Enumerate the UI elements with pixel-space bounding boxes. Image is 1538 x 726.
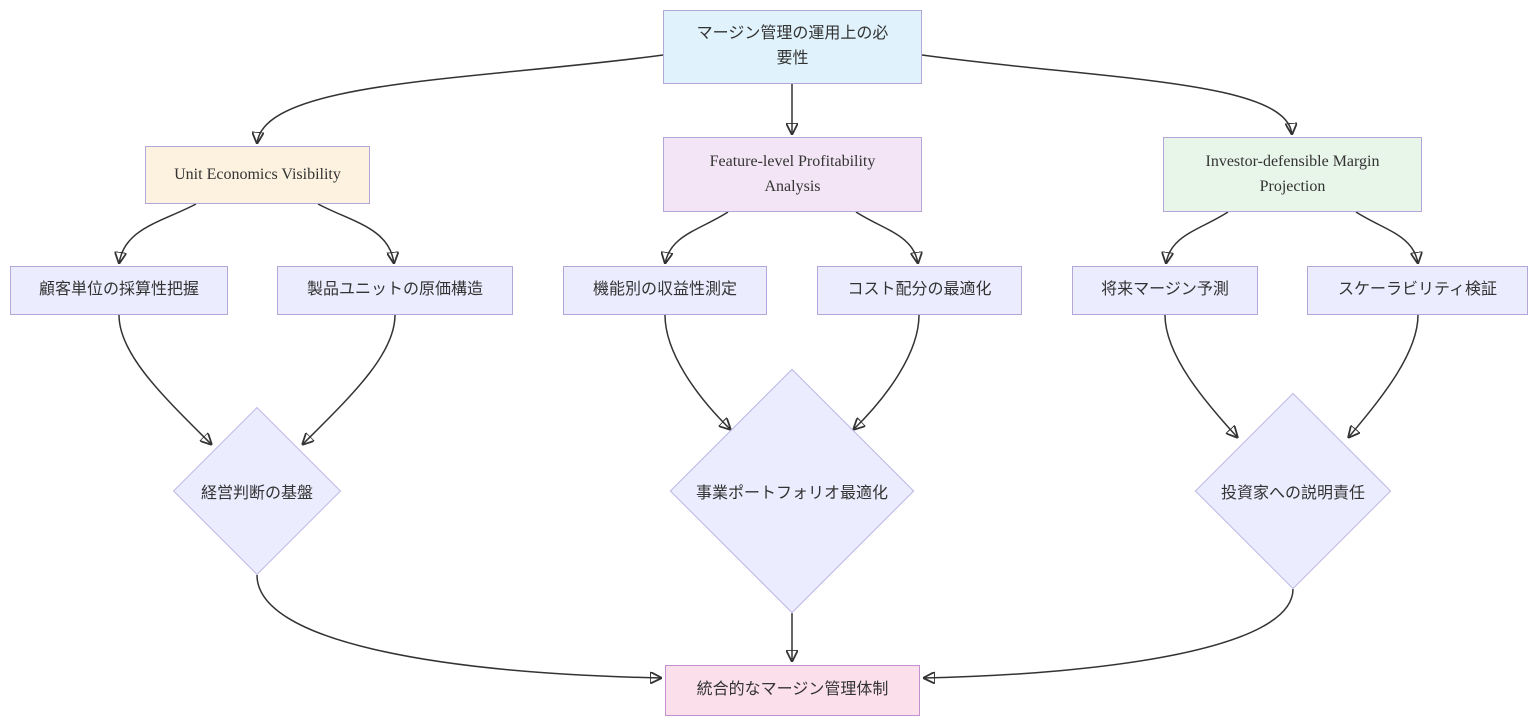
node-label: 事業ポートフォリオ最適化 — [695, 485, 888, 502]
node-label: コスト配分の最適化 — [847, 281, 992, 299]
node-label: Unit Economics Visibility — [174, 165, 341, 183]
edge-root-investor-projection — [921, 54, 1292, 135]
node-integrated-management: 統合的なマージン管理体制 — [665, 665, 920, 716]
node-label: マージン管理の運用上の必要性 — [696, 25, 889, 67]
node-feature-measurement: 機能別の収益性測定 — [563, 266, 767, 315]
edge-accountability-integrated-management — [923, 588, 1294, 678]
edge-product-management-decision — [302, 314, 396, 445]
edge-unit-product-unit — [317, 203, 394, 264]
node-label: Feature-level Profitability Analysis — [709, 152, 876, 195]
node-label: 製品ユニットの原価構造 — [306, 281, 483, 299]
node-label: 将来マージン予測 — [1101, 281, 1229, 299]
node-customer-unit: 顧客単位の採算性把握 — [10, 266, 228, 315]
node-label: Investor-defensible Margin Projection — [1205, 152, 1380, 195]
node-label: 投資家への説明責任 — [1220, 485, 1365, 502]
node-root: マージン管理の運用上の必要性 — [663, 10, 922, 84]
edge-investor-scalability — [1355, 211, 1418, 264]
node-label: 機能別の収益性測定 — [592, 281, 737, 299]
edge-feature-feature-measurement — [665, 211, 729, 264]
node-label: 統合的なマージン管理体制 — [696, 681, 889, 699]
decision-management-decision: 経営判断の基盤 — [172, 406, 342, 576]
edge-feature-cost-allocation — [855, 211, 918, 264]
edge-future-investor-accountability — [1164, 314, 1238, 438]
edge-customer-management-decision — [118, 314, 212, 445]
node-label: 顧客単位の採算性把握 — [38, 281, 199, 299]
node-feature-profitability: Feature-level Profitability Analysis — [663, 137, 922, 212]
node-unit-economics: Unit Economics Visibility — [145, 146, 370, 204]
decision-investor-accountability: 投資家への説明責任 — [1194, 392, 1392, 590]
node-cost-allocation: コスト配分の最適化 — [817, 266, 1022, 315]
node-label: 経営判断の基盤 — [200, 485, 313, 502]
node-label: スケーラビリティ検証 — [1337, 281, 1498, 299]
edge-unit-customer-unit — [119, 203, 197, 264]
edge-investor-future-margin — [1166, 211, 1229, 264]
edge-allocation-portfolio-optimization — [853, 314, 920, 430]
node-investor-projection: Investor-defensible Margin Projection — [1163, 137, 1422, 212]
edge-root-unit-economics — [257, 54, 664, 144]
node-scalability: スケーラビリティ検証 — [1307, 266, 1528, 315]
node-product-unit: 製品ユニットの原価構造 — [277, 266, 513, 315]
decision-portfolio-optimization: 事業ポートフォリオ最適化 — [669, 368, 915, 614]
node-future-margin: 将来マージン予測 — [1072, 266, 1258, 315]
edge-scalability-investor-accountability — [1348, 314, 1419, 438]
edge-measurement-portfolio-optimization — [664, 314, 731, 430]
edge-decision-integrated-management — [256, 574, 662, 678]
